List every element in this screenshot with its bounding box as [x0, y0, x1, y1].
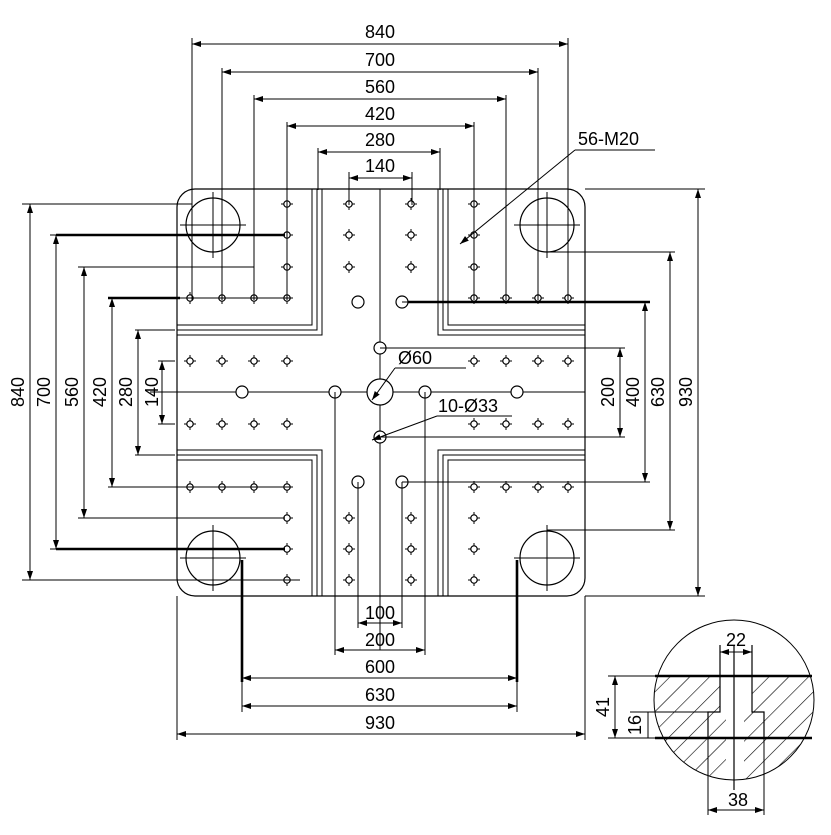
tie-bar-holes [180, 192, 580, 591]
threaded-hole [470, 545, 478, 553]
dim-bottom-930: 930 [365, 713, 395, 733]
threaded-hole [345, 576, 353, 584]
dim-top-280: 280 [365, 130, 395, 150]
threaded-hole [502, 420, 510, 428]
threaded-hole [345, 514, 353, 522]
dim-bottom-630: 630 [365, 685, 395, 705]
threaded-hole [470, 483, 478, 491]
threaded-hole [218, 357, 226, 365]
callouts: 56-M20 Ø60 10-Ø33 [371, 129, 655, 441]
threaded-hole [218, 420, 226, 428]
dim-right-400: 400 [623, 377, 643, 407]
threaded-hole [470, 357, 478, 365]
threaded-hole [407, 263, 415, 271]
dim-left-140: 140 [142, 377, 162, 407]
dim-right-930: 930 [676, 377, 696, 407]
threaded-hole [470, 420, 478, 428]
dim-detail-depth: 16 [625, 715, 645, 735]
dim-left-280: 280 [116, 377, 136, 407]
threaded-hole [345, 545, 353, 553]
callout-ejector-holes: 10-Ø33 [438, 396, 498, 416]
dim-right-200: 200 [598, 377, 618, 407]
left-dimensions: 840 700 560 420 280 140 [8, 203, 300, 581]
center-hole [366, 378, 394, 406]
threaded-hole [250, 420, 258, 428]
callout-thread: 56-M20 [578, 129, 639, 149]
dim-right-630: 630 [648, 377, 668, 407]
threaded-hole [564, 483, 572, 491]
threaded-hole [186, 357, 194, 365]
top-dimensions: 840 700 560 420 280 140 [191, 22, 569, 300]
threaded-hole [502, 483, 510, 491]
dim-left-700: 700 [34, 377, 54, 407]
threaded-hole [564, 357, 572, 365]
threaded-hole [250, 357, 258, 365]
threaded-hole [470, 514, 478, 522]
threaded-hole [534, 483, 542, 491]
dim-detail-bottom: 38 [728, 790, 748, 810]
threaded-hole [407, 514, 415, 522]
threaded-hole [534, 420, 542, 428]
dim-left-560: 560 [62, 377, 82, 407]
dim-bottom-600: 600 [365, 657, 395, 677]
threaded-hole [283, 420, 291, 428]
threaded-hole [345, 231, 353, 239]
threaded-hole [283, 357, 291, 365]
threaded-hole [564, 420, 572, 428]
leader-lines [56, 233, 650, 551]
threaded-hole [407, 200, 415, 208]
callout-center-hole: Ø60 [398, 348, 432, 368]
threaded-hole [407, 231, 415, 239]
threaded-hole [407, 545, 415, 553]
dim-top-140: 140 [365, 156, 395, 176]
dim-detail-top: 22 [726, 630, 746, 650]
dim-top-560: 560 [365, 77, 395, 97]
t-slot-detail: 22 41 16 38 [593, 619, 815, 815]
dim-detail-height: 41 [593, 697, 613, 717]
dim-top-420: 420 [365, 104, 395, 124]
threaded-hole [186, 420, 194, 428]
dim-left-420: 420 [90, 377, 110, 407]
dim-left-840: 840 [8, 377, 28, 407]
threaded-hole [407, 576, 415, 584]
dim-bottom-100: 100 [365, 603, 395, 623]
threaded-hole [502, 357, 510, 365]
dim-top-700: 700 [365, 50, 395, 70]
dim-top-840: 840 [365, 22, 395, 42]
threaded-hole [345, 263, 353, 271]
threaded-hole [534, 357, 542, 365]
threaded-hole [470, 576, 478, 584]
dim-bottom-200: 200 [365, 630, 395, 650]
bottom-dimensions: 100 200 600 630 930 [176, 392, 586, 740]
